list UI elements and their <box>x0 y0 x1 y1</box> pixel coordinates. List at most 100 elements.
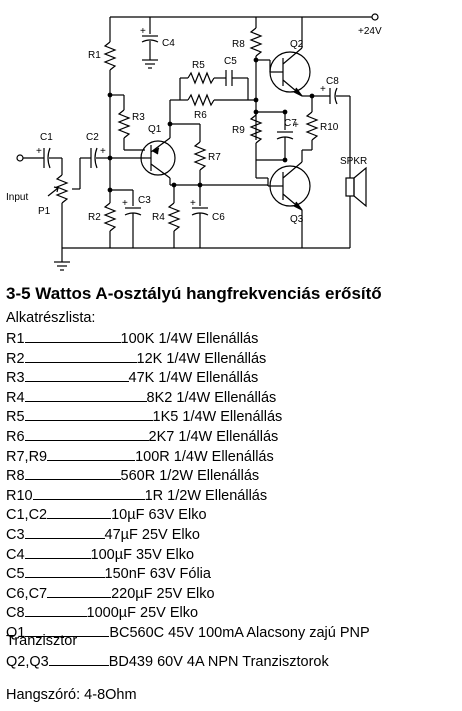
part-ref: R10 <box>6 487 33 504</box>
label-p1: P1 <box>38 206 51 217</box>
label-r4: R4 <box>152 212 165 223</box>
label-c3: C3 <box>138 195 151 206</box>
parts-row: R5 1K5 1/4W Ellenállás <box>6 408 282 426</box>
part-value: 8K2 1/4W Ellenállás <box>146 389 277 406</box>
label-r7: R7 <box>208 152 221 163</box>
part-value: BC560C 45V 100mA Alacsony zajú PNP <box>109 625 370 641</box>
q1-wrap-text: Tranzisztor <box>6 633 78 649</box>
part-ref: R3 <box>6 370 25 387</box>
part-ref: R2 <box>6 350 25 367</box>
label-r10: R10 <box>320 122 339 133</box>
parts-heading: Alkatrészlista: <box>6 310 96 326</box>
part-value: 10µF 63V Elko <box>111 507 207 524</box>
part-ref: Q1 <box>6 625 26 641</box>
part-value: 560R 1/2W Ellenállás <box>120 468 260 485</box>
part-value: 1R 1/2W Ellenállás <box>144 487 268 504</box>
parts-row: C5 150nF 63V Fólia <box>6 565 211 583</box>
label-r9: R9 <box>232 125 245 136</box>
parts-row: R3 47K 1/4W Ellenállás <box>6 369 258 387</box>
label-r5: R5 <box>192 60 205 71</box>
plus-c1: + <box>36 146 42 157</box>
part-ref: C5 <box>6 566 25 583</box>
part-ref: R4 <box>6 389 25 406</box>
label-r3: R3 <box>132 112 145 123</box>
leader-line <box>25 624 110 637</box>
amplifier-schematic: +24V Input SPKR R1 R2 R3 R4 R5 R6 R7 R8 … <box>6 13 382 271</box>
part-value: 150nF 63V Fólia <box>104 566 211 583</box>
label-r2: R2 <box>88 212 101 223</box>
label-input: Input <box>6 192 28 203</box>
leader-line <box>47 585 112 598</box>
parts-row: C1,C2 10µF 63V Elko <box>6 506 207 524</box>
page-title: 3-5 Wattos A-osztályú hangfrekvenciás er… <box>6 284 382 303</box>
label-r8: R8 <box>232 39 245 50</box>
label-q1: Q1 <box>148 124 162 135</box>
label-c7: C7 <box>284 118 297 129</box>
parts-row: C8 1000µF 25V Elko <box>6 604 198 622</box>
part-value: 1000µF 25V Elko <box>86 605 199 622</box>
parts-row: R6 2K7 1/4W Ellenállás <box>6 428 278 446</box>
part-ref: R6 <box>6 429 25 445</box>
plus-c8: + <box>320 84 326 95</box>
leader-line <box>24 604 87 618</box>
parts-row: R4 8K2 1/4W Ellenállás <box>6 389 276 407</box>
leader-line <box>24 350 137 363</box>
leader-line <box>24 428 149 441</box>
leader-line <box>24 408 153 422</box>
leader-line <box>47 506 112 520</box>
part-ref: C4 <box>6 546 25 563</box>
label-c4: C4 <box>162 38 175 49</box>
parts-row: R10 1R 1/2W Ellenállás <box>6 487 267 505</box>
part-ref: R5 <box>6 409 25 426</box>
part-value: 2K7 1/4W Ellenállás <box>148 429 279 445</box>
parts-row: R2 12K 1/4W Ellenállás <box>6 350 266 368</box>
part-value: 220µF 25V Elko <box>111 585 215 602</box>
part-value: 100µF 35V Elko <box>90 546 195 563</box>
part-ref: R7,R9 <box>6 448 48 465</box>
leader-line <box>24 467 121 481</box>
part-value: 12K 1/4W Ellenállás <box>136 350 267 367</box>
plus-c6: + <box>190 198 196 209</box>
leader-line <box>24 526 105 539</box>
part-ref: C6,C7 <box>6 585 48 602</box>
label-c1: C1 <box>40 132 53 143</box>
label-q2: Q2 <box>290 39 304 50</box>
leader-line <box>24 389 147 402</box>
leader-line <box>48 653 109 666</box>
part-value: 1K5 1/4W Ellenállás <box>152 409 283 426</box>
parts-row: R7,R9 100R 1/4W Ellenállás <box>6 448 274 466</box>
parts-row: C6,C7 220µF 25V Elko <box>6 585 215 603</box>
parts-row: Q1 BC560C 45V 100mA Alacsony zajú PNP <box>6 624 370 642</box>
part-value: 100K 1/4W Ellenállás <box>120 331 259 347</box>
parts-row: R1 100K 1/4W Ellenállás <box>6 330 258 348</box>
label-c6: C6 <box>212 212 225 223</box>
part-value: 47K 1/4W Ellenállás <box>128 370 259 387</box>
plus-c4: + <box>140 26 146 37</box>
label-r1: R1 <box>88 50 101 61</box>
parts-row: C3 47µF 25V Elko <box>6 526 200 544</box>
part-value: 100R 1/4W Ellenállás <box>135 448 274 465</box>
part-ref: Q2,Q3 <box>6 654 49 670</box>
part-ref: C3 <box>6 527 25 543</box>
plus-c2: + <box>100 146 106 157</box>
part-ref: C1,C2 <box>6 507 48 524</box>
parts-row: R8 560R 1/2W Ellenállás <box>6 467 259 485</box>
label-r6: R6 <box>194 110 207 121</box>
label-supply: +24V <box>358 26 382 37</box>
part-value: 47µF 25V Elko <box>104 527 200 543</box>
label-c8: C8 <box>326 76 339 87</box>
label-c5: C5 <box>224 56 237 67</box>
part-ref: R8 <box>6 468 25 485</box>
leader-line <box>32 487 145 500</box>
parts-row: C4 100µF 35V Elko <box>6 546 194 564</box>
part-ref: R1 <box>6 331 25 347</box>
leader-line <box>24 369 129 383</box>
leader-line <box>24 565 105 579</box>
leader-line <box>24 546 91 559</box>
part-ref: C8 <box>6 605 25 622</box>
label-speaker: SPKR <box>340 156 367 167</box>
leader-line <box>47 448 136 461</box>
leader-line <box>24 330 121 343</box>
label-q3: Q3 <box>290 214 304 225</box>
